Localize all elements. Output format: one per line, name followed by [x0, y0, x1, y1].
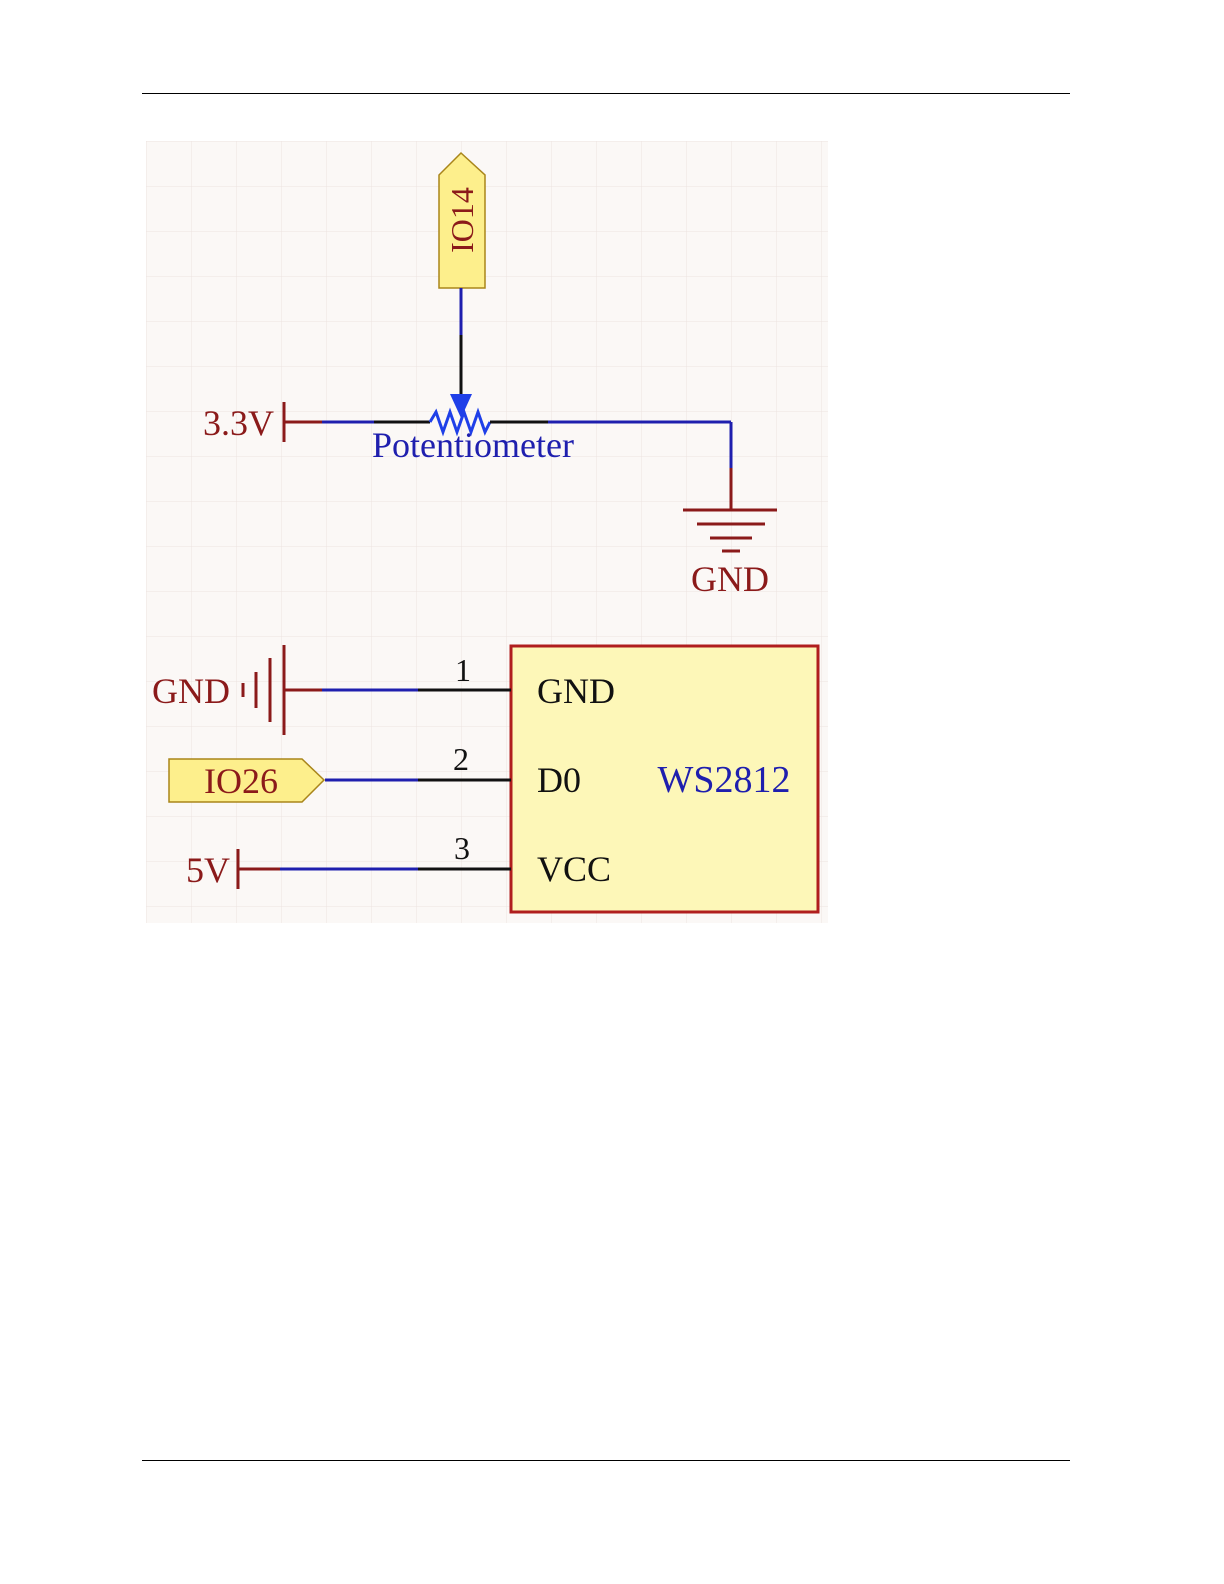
pin-2-name: D0: [537, 760, 581, 800]
io26-port-label: IO26: [204, 761, 278, 801]
power-3v3-label: 3.3V: [203, 403, 274, 443]
io26-port: IO26: [169, 759, 324, 802]
io14-port: IO14: [439, 153, 485, 288]
ws2812-part-name: WS2812: [658, 759, 791, 801]
pin-2-number: 2: [453, 741, 469, 777]
power-5v-label: 5V: [186, 850, 230, 890]
circuit-schematic: IO14 3.3V Potentiometer GND WS2812 1 GND: [146, 141, 828, 923]
pin-3-number: 3: [454, 830, 470, 866]
io14-port-label: IO14: [444, 187, 480, 253]
footer-rule: [142, 1460, 1070, 1461]
pin-1-number: 1: [455, 652, 471, 688]
ws2812-ground-label: GND: [152, 671, 230, 711]
pot-ground-label: GND: [691, 559, 769, 599]
header-rule: [142, 93, 1070, 94]
pin-3-name: VCC: [537, 849, 611, 889]
pin-1-name: GND: [537, 671, 615, 711]
potentiometer-label: Potentiometer: [372, 425, 574, 465]
